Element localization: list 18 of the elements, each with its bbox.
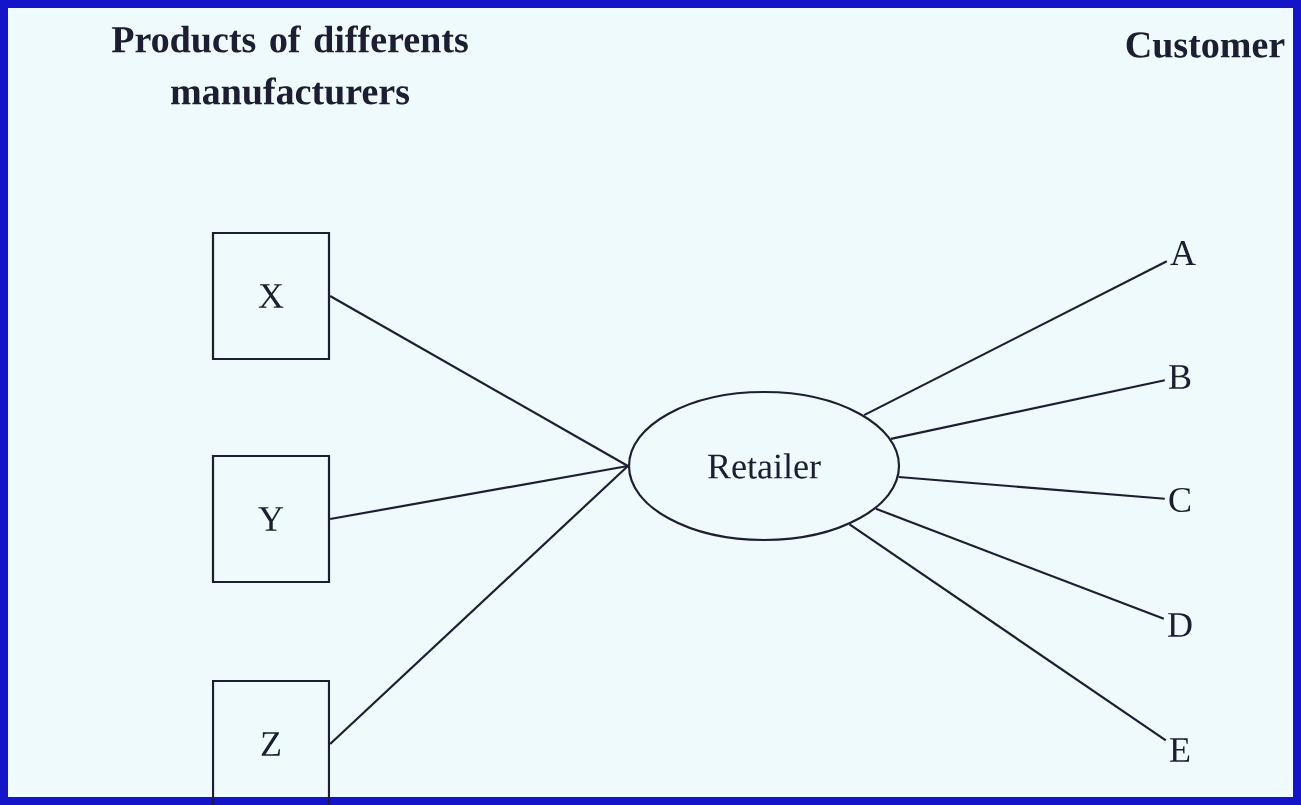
manufacturer-box: X bbox=[211, 231, 331, 361]
customer-letter: A bbox=[1170, 241, 1196, 265]
connector-line bbox=[848, 523, 1167, 742]
heading: Products of differents manufacturers bbox=[111, 25, 468, 105]
connector-line bbox=[329, 464, 629, 521]
manufacturer-box: Y bbox=[211, 454, 331, 584]
customer-letter: D bbox=[1168, 613, 1192, 637]
connector-line bbox=[898, 475, 1165, 500]
customer-letter: C bbox=[1169, 487, 1190, 513]
connector-line bbox=[890, 379, 1166, 440]
connector-line bbox=[329, 465, 629, 745]
connector-line bbox=[329, 295, 629, 467]
manufacturer-box: Z bbox=[211, 679, 331, 805]
connector-line bbox=[863, 260, 1168, 417]
heading: Customer bbox=[1126, 32, 1285, 58]
customer-letter: B bbox=[1169, 365, 1191, 389]
connector-line bbox=[875, 507, 1165, 620]
customer-letter: E bbox=[1170, 738, 1190, 762]
